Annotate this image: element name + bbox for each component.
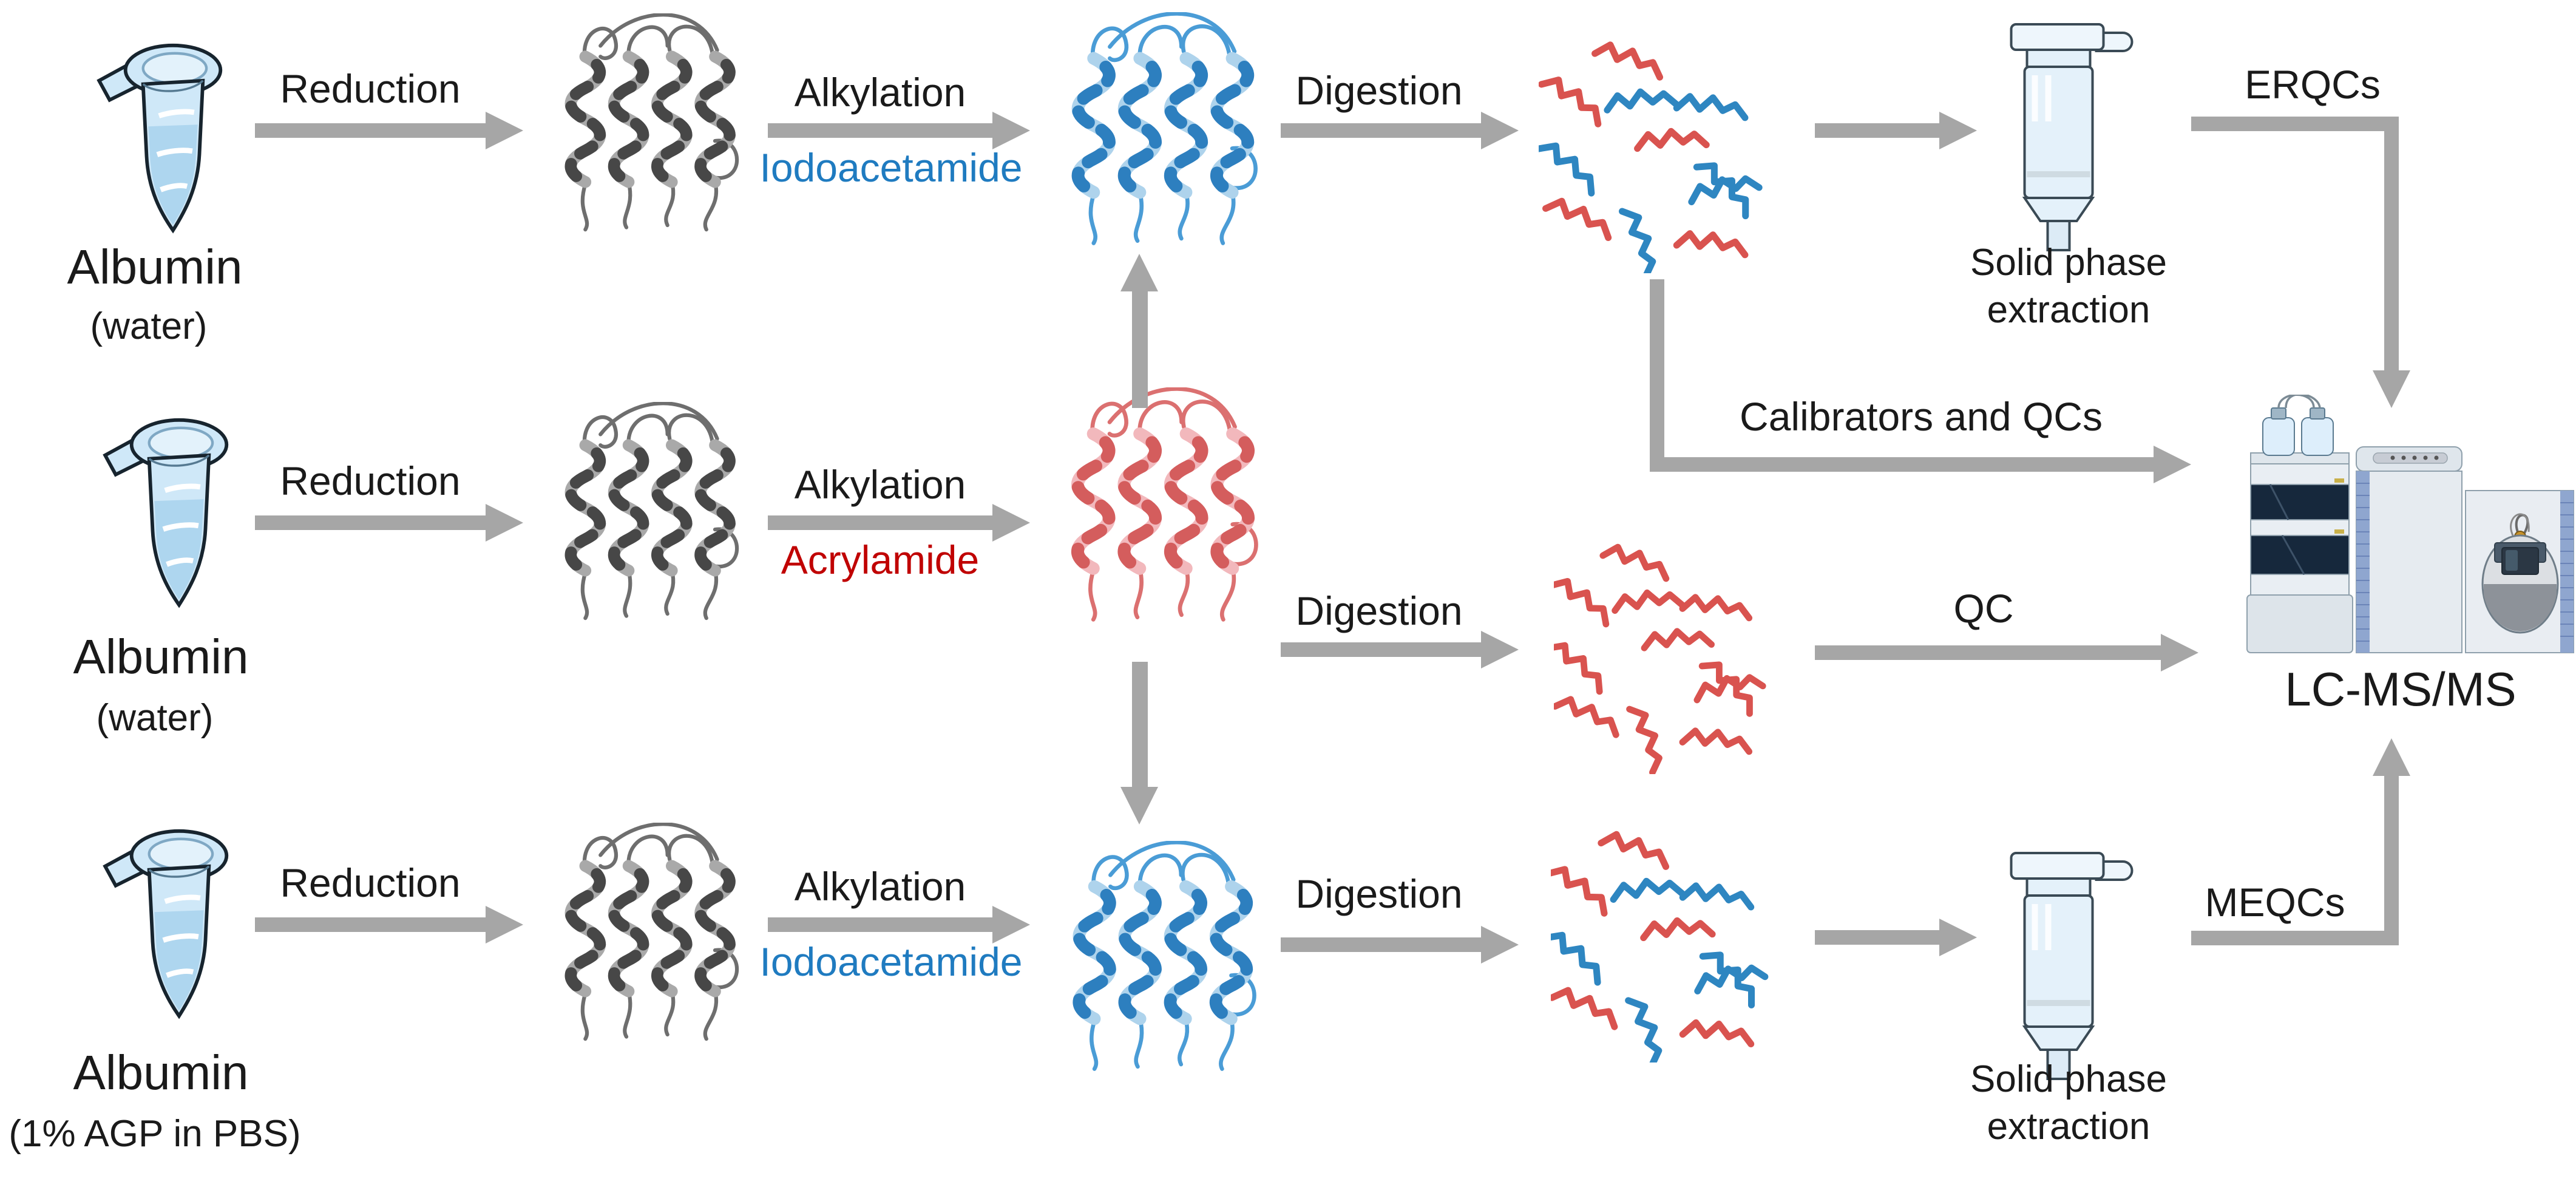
alkylated-protein-icon [1071, 387, 1258, 622]
alkylation-label: Alkylation [794, 462, 966, 507]
alkylation-reagent-label: Iodoacetamide [759, 145, 1023, 190]
digestion-arrow [1281, 123, 1481, 138]
sample-matrix-label: (1% AGP in PBS) [8, 1113, 301, 1155]
reduction-label: Reduction [280, 458, 461, 503]
reduction-arrowhead [486, 504, 523, 542]
sample-tube-icon [103, 829, 229, 1019]
qc-label: QC [1953, 586, 2014, 631]
protein-up-arrowhead [1120, 254, 1158, 291]
qc-arrowhead [2161, 634, 2198, 672]
reduction-arrow [255, 123, 486, 138]
erqcs-label: ERQCs [2245, 62, 2381, 107]
alkylation-arrow [768, 515, 992, 530]
erqcs-arrowhead [2373, 370, 2410, 408]
reduced-protein-icon [564, 402, 739, 620]
peptides-mixed-icon [1551, 831, 1769, 1062]
peptides-red-icon [1554, 543, 1766, 774]
digestion-label: Digestion [1295, 68, 1463, 113]
reduction-label: Reduction [280, 66, 461, 111]
reduction-label: Reduction [280, 860, 461, 905]
spe-column-icon [2010, 852, 2134, 1080]
alkylation-arrowhead [992, 906, 1030, 943]
spe-column-icon [2010, 23, 2134, 251]
reduction-arrowhead [486, 906, 523, 943]
lcmsms-instrument-icon [2246, 395, 2574, 653]
alkylated-protein-icon [1073, 841, 1256, 1071]
spe-arrowhead [1939, 919, 1977, 956]
sample-matrix-label: (water) [96, 697, 214, 739]
qc-arrow [1815, 645, 2161, 660]
meqcs-elbow-horizontal [2191, 931, 2399, 945]
sample-tube-icon [103, 418, 229, 608]
spe-label-line1: Solid phase [1970, 1058, 2168, 1100]
spe-arrow [1815, 930, 1939, 945]
alkylation-arrowhead [992, 112, 1030, 149]
peptides-mixed-icon [1539, 41, 1763, 273]
spe-label-line2: extraction [1987, 289, 2151, 331]
spe-arrow [1815, 123, 1939, 138]
reduced-protein-icon [564, 13, 739, 232]
spe-label-line2: extraction [1987, 1106, 2151, 1148]
meqcs-arrowhead [2373, 738, 2410, 776]
meqcs-elbow-vertical [2384, 772, 2399, 945]
alkylation-label: Alkylation [794, 70, 966, 115]
digestion-arrowhead [1481, 112, 1519, 149]
calibrators-label: Calibrators and QCs [1740, 394, 2103, 439]
reduction-arrow [255, 515, 486, 530]
reduction-arrowhead [486, 112, 523, 149]
meqcs-label: MEQCs [2205, 880, 2345, 925]
sample-label: Albumin [67, 240, 243, 294]
alkylation-arrow [768, 123, 992, 138]
sample-matrix-label: (water) [90, 305, 208, 347]
alkylation-arrow [768, 917, 992, 932]
digestion-arrowhead [1481, 631, 1519, 668]
digestion-arrow [1281, 642, 1481, 657]
alkylation-reagent-label: Acrylamide [781, 537, 980, 582]
calibrators-elbow-vertical [1650, 279, 1664, 472]
reduced-protein-icon [564, 823, 739, 1041]
alkylated-protein-icon [1071, 12, 1258, 245]
protein-up-arrow [1132, 288, 1148, 408]
digestion-arrow [1281, 937, 1481, 952]
instrument-label: LC-MS/MS [2285, 662, 2517, 716]
calibrators-elbow-horizontal [1650, 457, 2154, 472]
alkylation-label: Alkylation [794, 864, 966, 909]
calibrators-arrowhead [2154, 446, 2191, 483]
alkylation-arrowhead [992, 504, 1030, 542]
protein-down-arrow [1132, 662, 1148, 789]
spe-arrowhead [1939, 112, 1977, 149]
sample-tube-icon [97, 43, 223, 234]
erqcs-elbow-horizontal [2191, 117, 2399, 131]
sample-label: Albumin [73, 1046, 249, 1100]
digestion-label: Digestion [1295, 588, 1463, 633]
protein-down-arrowhead [1120, 787, 1158, 824]
spe-label-line1: Solid phase [1970, 242, 2168, 284]
digestion-arrowhead [1481, 926, 1519, 964]
alkylation-reagent-label: Iodoacetamide [759, 939, 1023, 984]
digestion-label: Digestion [1295, 871, 1463, 916]
sample-label: Albumin [73, 630, 249, 684]
erqcs-elbow-vertical [2384, 117, 2399, 372]
reduction-arrow [255, 917, 486, 932]
